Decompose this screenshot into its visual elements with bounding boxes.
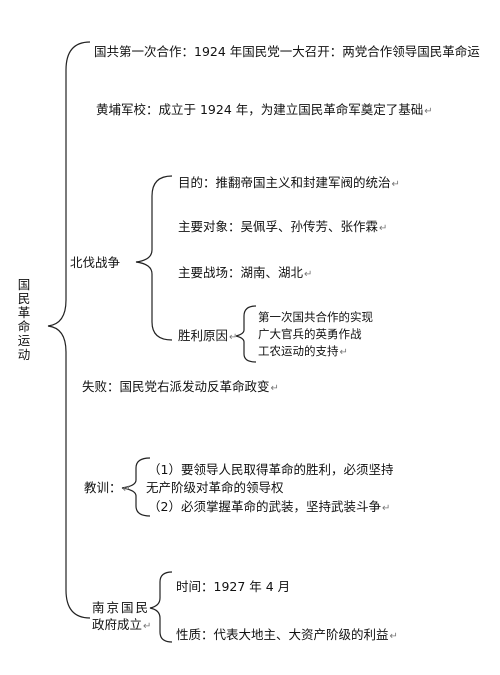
victory-reason-3: 工农运动的支持↵ [258,344,348,358]
root-label: 国民革命运动 [17,277,31,362]
victory-reason-1: 第一次国共合作的实现 [258,310,373,324]
northern-brace [135,175,173,341]
return-mark: ↵ [143,621,152,632]
return-mark: ↵ [389,631,398,642]
victory-brace [235,305,257,363]
node-northern-expedition: 北伐战争 [70,255,121,270]
node-whampoa: 黄埔军校：成立于 1924 年，为建立国民革命军奠定了基础↵ [96,102,433,117]
victory-reason-2: 广大官兵的英勇作战 [258,327,362,341]
node-nanjing-line2: 政府成立↵ [92,617,152,632]
lesson-brace [121,457,151,517]
root-brace [47,41,91,619]
node-nanjing-line1: 南京国民 [92,600,151,615]
return-mark: ↵ [304,269,313,280]
return-mark: ↵ [381,503,391,514]
node-victory-reasons: 胜利原因↵ [178,328,238,343]
return-mark: ↵ [424,106,433,117]
lesson-point-2: （2）必须掌握革命的武装，坚持武装斗争↵ [148,499,391,514]
return-mark: ↵ [391,179,400,190]
nanjing-brace [149,571,173,643]
node-failure: 失败：国民党右派发动反革命政变↵ [82,379,279,394]
node-main-battlefield: 主要战场：湖南、湖北↵ [178,265,313,280]
return-mark: ↵ [379,223,388,234]
return-mark: ↵ [122,484,131,495]
node-lesson: 教训：↵ [84,480,131,495]
lesson-point-1-cont: 无产阶级对革命的领导权 [146,480,284,495]
node-first-cooperation: 国共第一次合作：1924 年国民党一大召开：两党合作领导国民革命运 [94,44,480,59]
node-nanjing-nature: 性质：代表大地主、大资产阶级的利益↵ [176,627,398,642]
return-mark: ↵ [229,332,238,343]
node-goal: 目的：推翻帝国主义和封建军阀的统治↵ [178,175,400,190]
node-main-targets: 主要对象：吴佩孚、孙传芳、张作霖↵ [178,219,388,234]
node-nanjing-time: 时间：1927 年 4 月 [176,579,291,594]
lesson-point-1: （1）要领导人民取得革命的胜利，必须坚持 [148,462,394,477]
return-mark: ↵ [339,347,348,358]
return-mark: ↵ [270,383,279,394]
